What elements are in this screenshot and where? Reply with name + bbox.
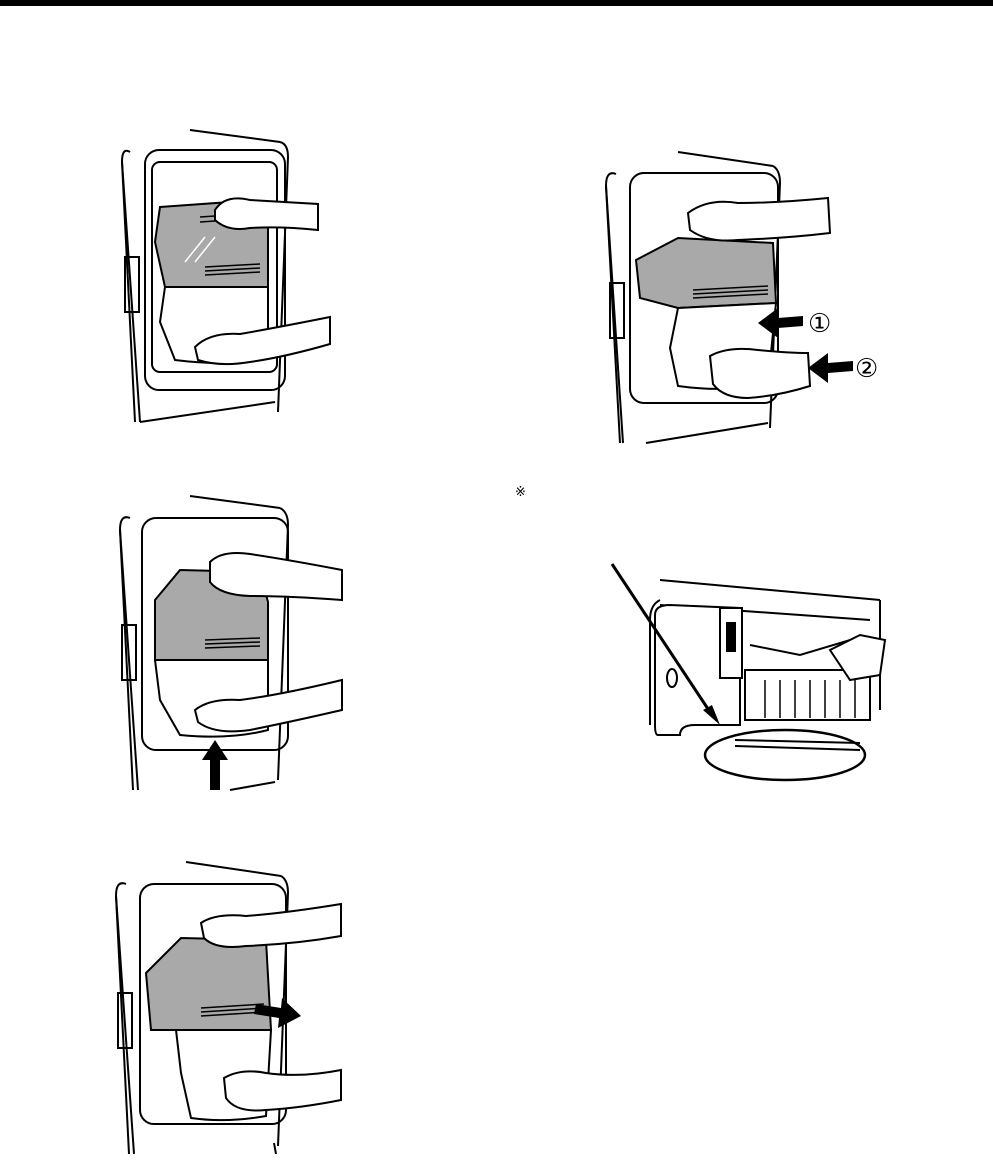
figure-ice-bin-tilt — [598, 148, 908, 448]
hands-holding-ice-bin-icon — [110, 122, 350, 427]
figure-ice-bin-lift — [110, 490, 350, 795]
pull-ice-bin-out-icon — [106, 858, 356, 1156]
note-symbol: ※ — [515, 486, 526, 500]
ice-maker-lever-detail-icon — [600, 560, 900, 790]
page-top-rule — [0, 0, 993, 6]
lift-ice-bin-up-icon — [110, 490, 350, 795]
figure-ice-maker-detail — [600, 560, 900, 790]
tilt-and-pull-ice-bin-icon — [598, 148, 908, 448]
callout-step-2: ② — [855, 356, 878, 382]
figure-ice-bin-hold — [110, 122, 350, 427]
figure-ice-bin-pull — [106, 858, 356, 1156]
callout-step-1: ① — [808, 311, 831, 337]
